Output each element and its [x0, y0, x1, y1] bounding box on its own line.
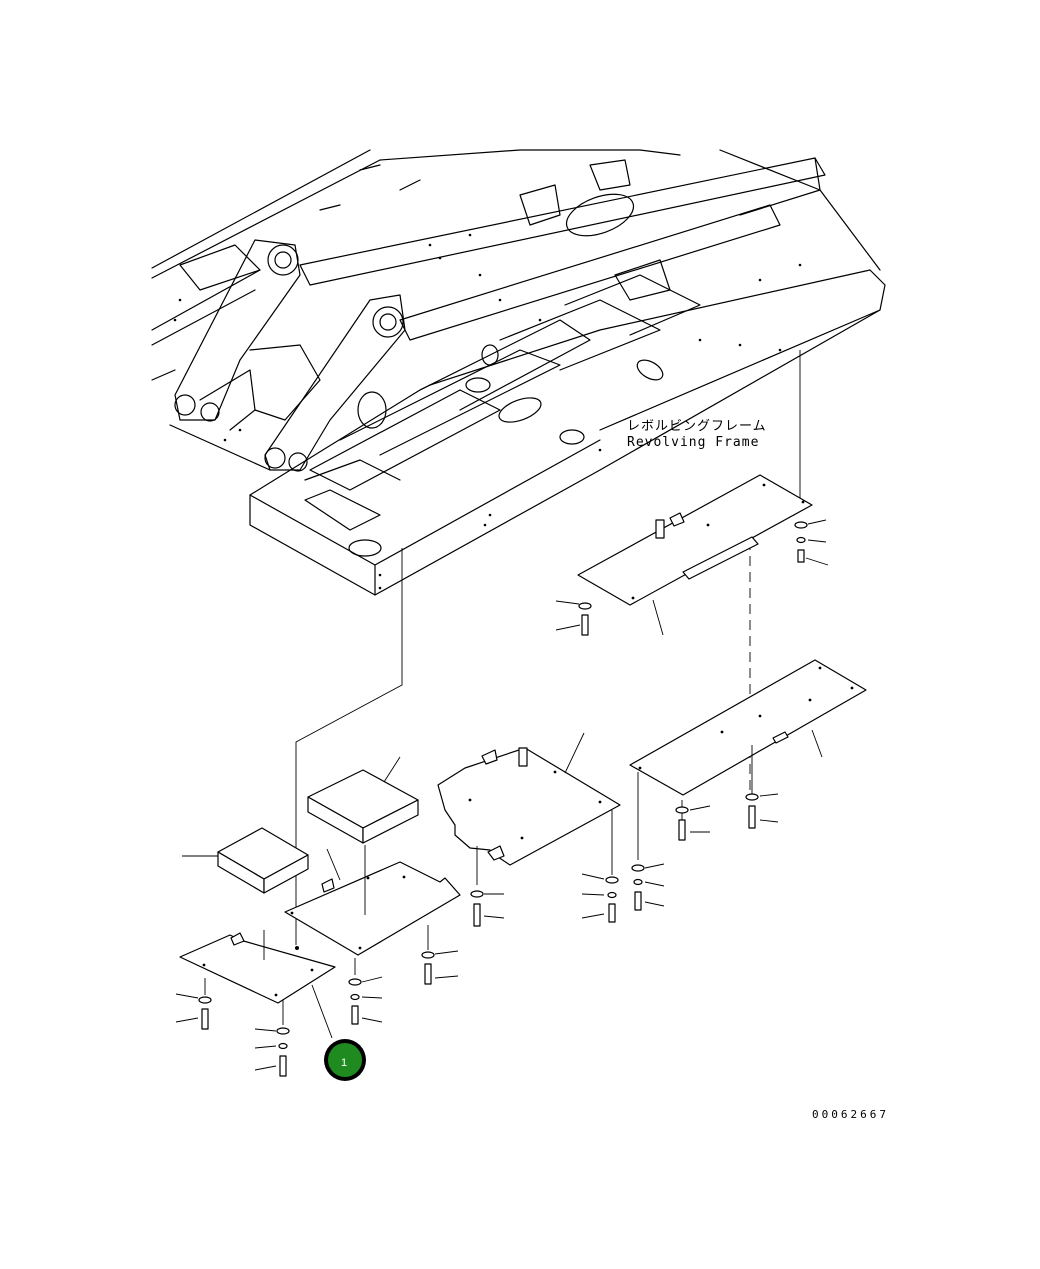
pad-left [182, 827, 309, 894]
cover-plate-lower-left [179, 930, 336, 1039]
bolt-set-upper-right [555, 519, 829, 636]
cover-plate-upper-right [577, 474, 813, 636]
callout-1[interactable]: 1 [324, 1039, 366, 1081]
cover-plate-center [437, 732, 621, 885]
pad-middle [307, 756, 419, 844]
drawing-code: 00062667 [812, 1108, 889, 1121]
cover-plate-lower-right [629, 659, 867, 860]
revolving-frame [151, 149, 886, 596]
callout-number: 1 [341, 1057, 347, 1069]
bolt-set-lower-left [175, 993, 290, 1077]
cover-plate-middle-left [284, 845, 461, 975]
bolt-set-lower-right [631, 793, 779, 911]
bolt-set-center [470, 873, 619, 927]
callout-badge [328, 1043, 362, 1077]
frame-label-japanese: レボルビングフレーム [627, 419, 767, 434]
bolt-set-middle-left [348, 950, 459, 1025]
frame-label-english: Revolving Frame [627, 435, 759, 450]
